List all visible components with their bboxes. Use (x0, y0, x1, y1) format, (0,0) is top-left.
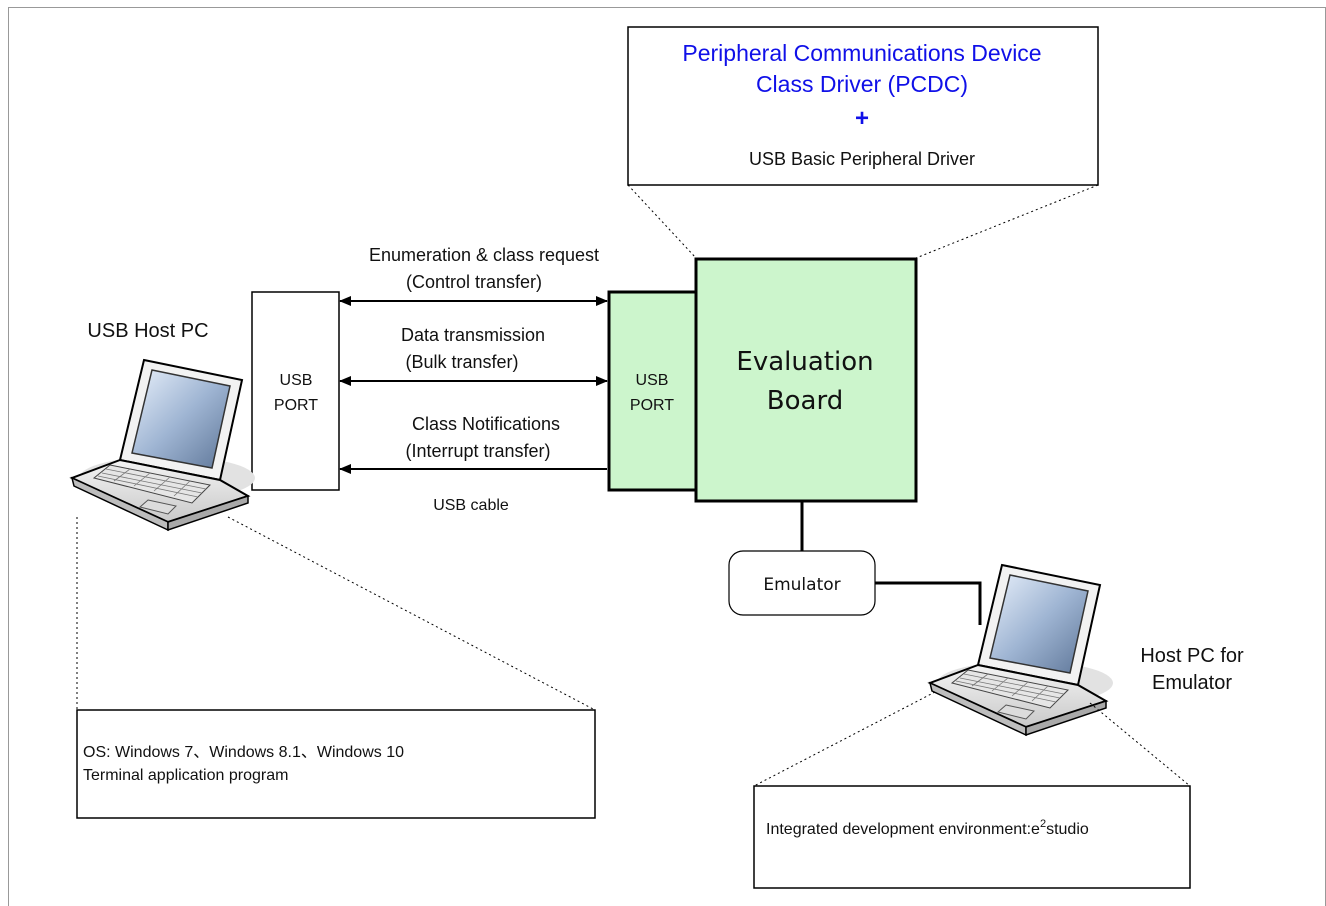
ide-callout-left (753, 691, 936, 787)
host-callout-right (227, 516, 596, 711)
ide-note-suffix: studio (1046, 821, 1089, 838)
driver-title-line1: Peripheral Communications Device (682, 40, 1041, 66)
emulator-to-pc-cable (875, 581, 982, 625)
emulator-host-laptop-icon (929, 564, 1114, 736)
control-transfer-title: Enumeration & class request (369, 245, 599, 265)
bulk-transfer-sub: (Bulk transfer) (405, 352, 518, 372)
driver-basic-line: USB Basic Peripheral Driver (749, 149, 975, 169)
ide-note-text: Integrated development environment:e2stu… (766, 818, 1089, 838)
host-usb-port (251, 291, 340, 491)
board-title-line1: Evaluation (736, 347, 873, 377)
emulator-label: Emulator (763, 575, 840, 595)
usb-host-laptop-icon (71, 359, 256, 531)
host-note-os: OS: Windows 7、Windows 8.1、Windows 10 (83, 744, 404, 761)
driver-plus: + (855, 105, 869, 132)
evaluation-board (694, 257, 918, 503)
usb-host-pc-label: USB Host PC (87, 320, 208, 342)
board-port-line1: USB (636, 372, 669, 389)
driver-callout-right (915, 184, 1099, 259)
board-usb-port (607, 290, 698, 492)
host-port-line2: PORT (274, 397, 318, 414)
board-port-line2: PORT (630, 397, 674, 414)
driver-title-line2: Class Driver (PCDC) (756, 71, 968, 97)
host-note-box (76, 709, 596, 819)
interrupt-transfer-title: Class Notifications (412, 414, 560, 434)
ide-note-superscript: 2 (1040, 818, 1046, 830)
bulk-transfer-title: Data transmission (401, 325, 545, 345)
ide-note-prefix: Integrated development environment:e (766, 821, 1040, 838)
control-transfer-sub: (Control transfer) (406, 272, 542, 292)
host-port-line1: USB (280, 372, 313, 389)
host-note-terminal: Terminal application program (83, 767, 288, 784)
emulator-host-label-line1: Host PC for (1140, 645, 1244, 667)
interrupt-transfer-sub: (Interrupt transfer) (405, 441, 550, 461)
driver-callout-left (627, 184, 697, 259)
emulator-host-label-line2: Emulator (1152, 672, 1232, 694)
ide-callout-right (1089, 702, 1191, 787)
driver-box: Peripheral Communications Device Class D… (627, 26, 1099, 186)
ide-note-box (753, 785, 1191, 889)
board-title-line2: Board (767, 386, 843, 416)
usb-cable-label: USB cable (433, 497, 509, 514)
